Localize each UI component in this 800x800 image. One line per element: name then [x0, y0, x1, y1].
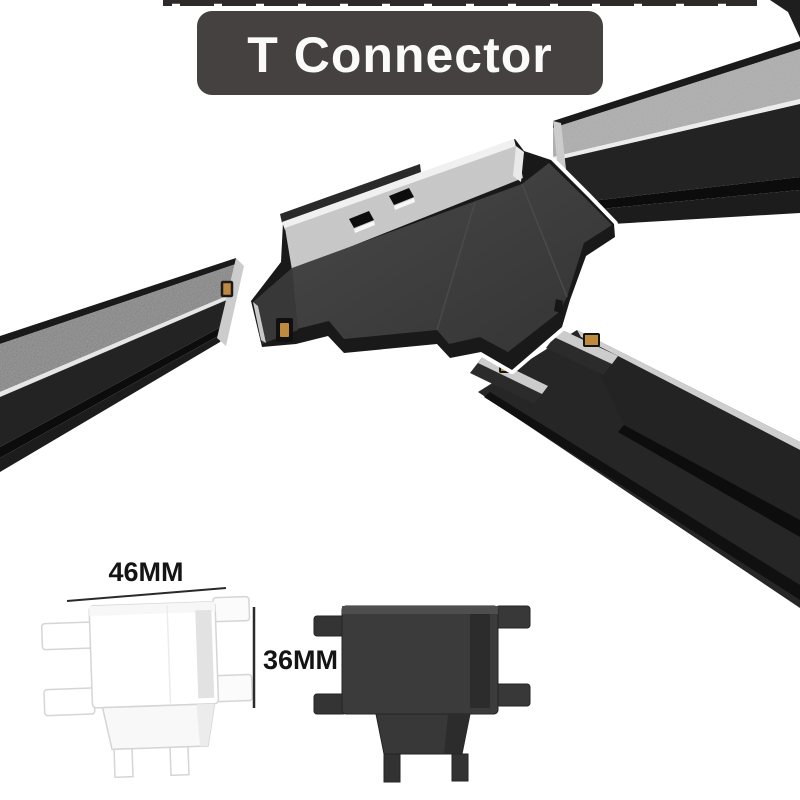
black-connector-variant: [313, 605, 531, 783]
left-rail-top-surface: [0, 264, 236, 392]
left-rail-bottom-edge: [0, 331, 227, 472]
title-banner: T Connector: [197, 11, 603, 95]
connector-back-lip: [280, 164, 421, 223]
body-side-channel: [470, 614, 490, 708]
right-rail-back-lip: [553, 41, 800, 128]
right-track-rail: [553, 41, 800, 227]
left-rail-channel: [0, 322, 230, 458]
left-rail-back-lip: [0, 258, 236, 344]
body-side-channel: [195, 609, 215, 699]
connector-plate-highlight: [282, 139, 516, 230]
plate-slot: [389, 188, 414, 205]
width-dimension: 46MM: [66, 557, 227, 602]
body-top-sheen: [342, 606, 498, 614]
contact-point: [220, 280, 234, 298]
connector-plate-end-face: [513, 146, 524, 182]
left-rail-front-face: [0, 296, 236, 447]
left-top-prong: [40, 621, 94, 651]
height-dimension: 36MM: [252, 607, 338, 708]
right-bottom-prong: [495, 683, 531, 707]
left-rail-highlight-line: [0, 292, 236, 397]
bottom-rail-front-face: [581, 337, 800, 520]
top-right-rail-corner: [770, 0, 800, 38]
body-top-sheen: [89, 601, 216, 617]
mounting-leg: [113, 747, 134, 779]
right-rail-front-face: [553, 104, 800, 205]
right-rail-highlight-line: [553, 99, 800, 161]
height-dimension-label: 36MM: [263, 645, 338, 675]
right-top-prong: [212, 595, 251, 623]
left-bottom-prong: [313, 693, 347, 715]
connector-seam-lines: [436, 183, 568, 331]
width-dimension-label: 46MM: [108, 557, 183, 587]
connector-left-arm: [253, 268, 298, 344]
mounting-leg: [451, 753, 469, 782]
bottom-track-rail: [470, 329, 800, 608]
right-bottom-prong: [214, 673, 254, 703]
connector-plate: [285, 146, 523, 270]
left-top-prong: [313, 615, 347, 637]
right-top-prong: [495, 605, 531, 629]
contact-point: [583, 333, 600, 347]
top-strip: [163, 0, 757, 6]
banner-title: T Connector: [247, 27, 552, 83]
top-edge-rail-strip: [163, 0, 800, 38]
bottom-rail-top-highlight: [577, 330, 800, 450]
bottom-rail-end-flange-upper: [546, 329, 618, 375]
bottom-rail-channel: [618, 425, 800, 537]
right-rail-channel: [556, 177, 800, 213]
banner-background: [197, 11, 603, 95]
mounting-leg: [169, 745, 190, 777]
arm-end-face: [253, 302, 266, 343]
right-rail-top-surface: [553, 49, 800, 157]
plate-slot: [349, 211, 374, 228]
bottom-rail-bottom-edge: [484, 392, 800, 600]
mounting-leg: [383, 753, 401, 783]
lower-block-shade: [444, 714, 470, 754]
contact-point: [280, 323, 289, 337]
left-track-rail: [0, 258, 244, 472]
t-connector-render: [247, 135, 619, 374]
lower-block-shade: [196, 703, 215, 747]
plate-slot-glint: [394, 198, 415, 210]
connector-stem-notch: [554, 299, 563, 313]
white-connector-variant: [40, 595, 254, 779]
left-bottom-prong: [43, 687, 96, 717]
left-rail-end-face: [217, 258, 244, 346]
width-dimension-line: [66, 587, 227, 602]
right-rail-bottom-edge: [558, 190, 800, 227]
plate-slot-glint: [354, 221, 375, 233]
body-seam: [166, 605, 172, 704]
